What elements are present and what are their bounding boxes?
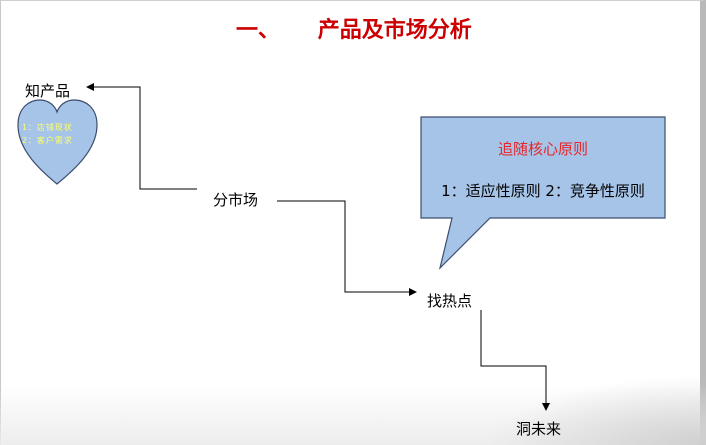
- slide-title: 一、 产品及市场分析: [236, 12, 472, 44]
- heart-shape: [17, 99, 98, 185]
- node-know-product: 知产品: [25, 82, 71, 100]
- callout-bubble: [420, 116, 666, 270]
- node-insight-future: 洞未来: [516, 420, 562, 438]
- heart-line-2: 2：客户需求: [22, 136, 73, 145]
- connector-market-to-hotspot: [277, 200, 417, 296]
- callout-body: 1：适应性原则 2：竞争性原则: [441, 182, 645, 200]
- node-find-hotspot: 找热点: [427, 292, 473, 310]
- connector-market-to-product: [86, 83, 197, 190]
- node-divide-market: 分市场: [213, 191, 259, 209]
- callout-title: 追随核心原则: [497, 140, 588, 158]
- connector-hotspot-to-future: [480, 310, 550, 411]
- title-number: 一、: [236, 17, 281, 43]
- title-text: 产品及市场分析: [317, 17, 472, 43]
- heart-line-1: 1：店铺现状: [22, 123, 73, 132]
